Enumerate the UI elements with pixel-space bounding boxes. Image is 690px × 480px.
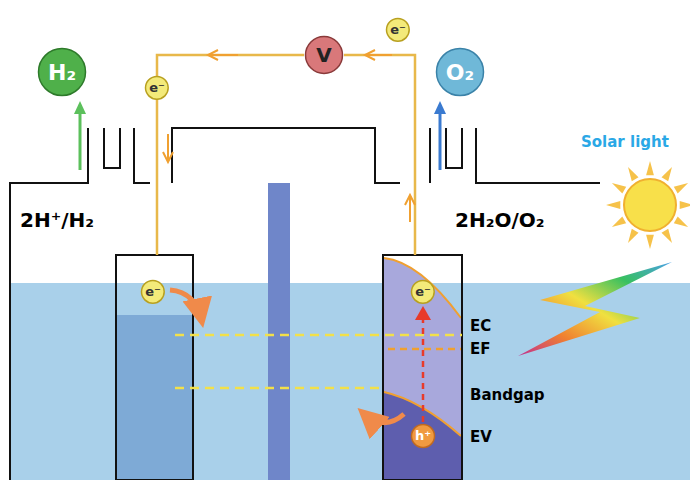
electron: e⁻ bbox=[140, 279, 166, 305]
light-label: Solar light bbox=[581, 133, 669, 151]
band-label: EC bbox=[470, 317, 491, 335]
band-label: Bandgap bbox=[470, 386, 545, 404]
vessel bbox=[10, 128, 600, 480]
node-text: O₂ bbox=[446, 60, 474, 85]
wire bbox=[157, 55, 415, 255]
hole: h⁺ bbox=[410, 423, 436, 449]
cathode bbox=[116, 255, 193, 480]
electron: e⁻ bbox=[385, 17, 411, 43]
node-text: e⁻ bbox=[390, 22, 406, 37]
node-text: V bbox=[316, 43, 331, 67]
voltmeter: V bbox=[304, 35, 344, 75]
band-label: EV bbox=[470, 428, 492, 446]
half-reaction: 2H⁺/H₂ bbox=[20, 208, 94, 232]
light-bolt bbox=[518, 262, 672, 356]
gas-ball: O₂ bbox=[435, 47, 485, 97]
electron: e⁻ bbox=[410, 279, 436, 305]
node-text: H₂ bbox=[48, 60, 76, 85]
node-text: e⁻ bbox=[149, 80, 165, 95]
node-text: e⁻ bbox=[145, 284, 161, 299]
photoanode bbox=[383, 255, 462, 480]
membrane bbox=[268, 183, 290, 480]
gas-ball: H₂ bbox=[37, 47, 87, 97]
node-text: e⁻ bbox=[415, 284, 431, 299]
sun bbox=[606, 161, 690, 249]
half-reaction: 2H₂O/O₂ bbox=[455, 208, 544, 232]
electron: e⁻ bbox=[144, 75, 170, 101]
node-text: h⁺ bbox=[415, 428, 431, 443]
band-label: EF bbox=[470, 340, 491, 358]
